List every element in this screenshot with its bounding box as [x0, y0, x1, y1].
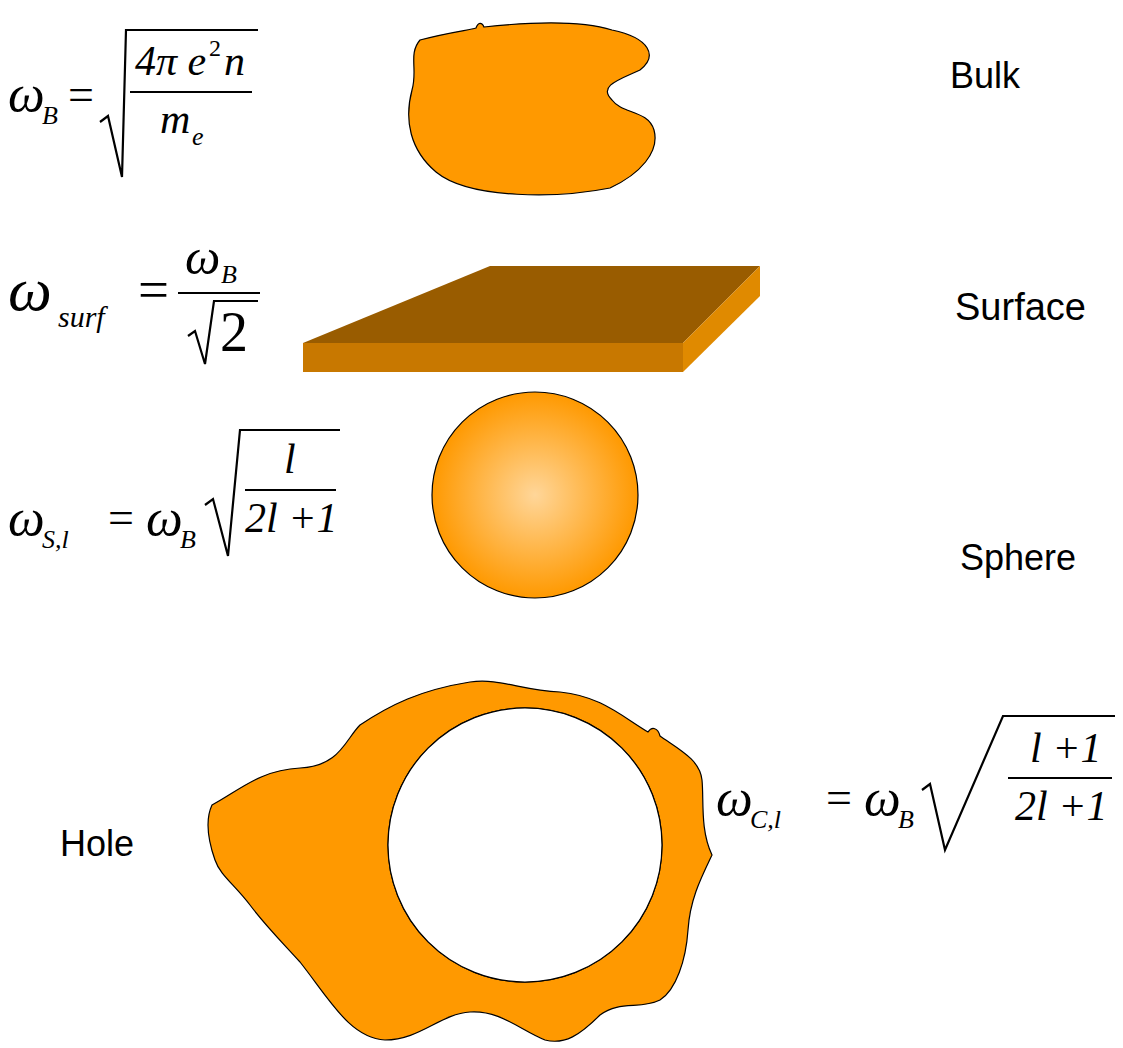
slab-side — [683, 266, 760, 372]
fraction-bar — [1008, 777, 1112, 779]
formula-subscript: B — [180, 527, 196, 553]
shape-label: Surface — [955, 288, 1086, 326]
formula-symbol: ω — [8, 258, 52, 320]
formula-symbol: 2l +1 — [245, 497, 338, 539]
formula-superscript: 2 — [209, 36, 221, 60]
formula-subscript: B — [42, 103, 58, 129]
formula-symbol: m — [160, 98, 190, 140]
formula-subscript: B — [898, 807, 914, 833]
shape-label: Hole — [60, 826, 134, 862]
formula-symbol: 2 — [220, 304, 248, 360]
formula-symbol: ω — [864, 772, 901, 824]
fraction-bar — [130, 91, 252, 93]
radical-sign — [205, 430, 340, 556]
formula-subscript: C,l — [750, 807, 781, 833]
formula-subscript: e — [192, 124, 204, 150]
fraction-bar — [178, 292, 260, 294]
hole-blob — [208, 681, 712, 1041]
formula-subscript: B — [221, 262, 237, 288]
formula-symbol: = — [68, 72, 94, 118]
formula-symbol: = — [108, 495, 134, 541]
radical-sign — [100, 30, 258, 177]
radical-sign — [922, 716, 1115, 850]
formula-symbol: ω — [8, 68, 45, 120]
bulk-blob — [409, 23, 655, 195]
slab-front — [303, 343, 683, 372]
formula-symbol: 2l +1 — [1015, 785, 1108, 827]
formula-symbol: = — [138, 262, 169, 317]
formula-symbol: ω — [8, 492, 45, 544]
shape-label: Sphere — [960, 540, 1076, 576]
sphere — [432, 392, 638, 598]
formula-symbol: = — [826, 775, 852, 821]
formula-symbol: ω — [716, 772, 753, 824]
formula-symbol: n — [224, 40, 245, 82]
formula-symbol: ω — [185, 232, 220, 282]
formula-subscript: S,l — [42, 527, 69, 553]
slab-top — [303, 266, 760, 343]
radical-sign — [188, 301, 258, 364]
formula-symbol: 4π e — [135, 40, 206, 82]
hole — [388, 708, 662, 982]
formula-symbol: ω — [146, 492, 183, 544]
shape-label: Bulk — [950, 58, 1020, 94]
fraction-bar — [245, 489, 336, 491]
formula-symbol: l — [284, 438, 296, 480]
formula-subscript: surf — [58, 302, 105, 332]
formula-symbol: l +1 — [1030, 727, 1102, 769]
